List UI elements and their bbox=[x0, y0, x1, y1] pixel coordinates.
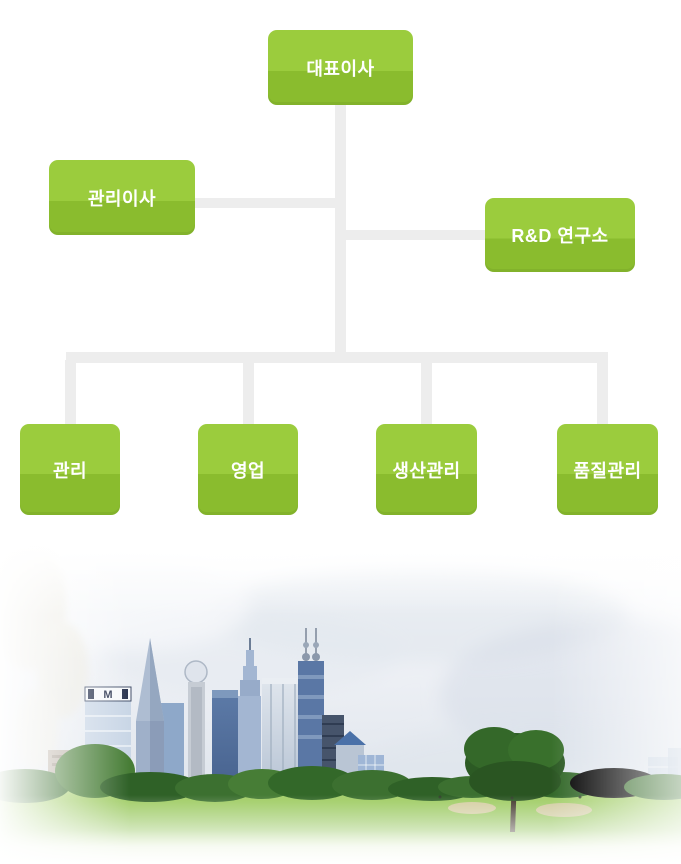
connector-bottom-row bbox=[66, 352, 608, 363]
connector-to-management-director bbox=[195, 198, 345, 208]
org-node-management: 관리 bbox=[20, 424, 120, 515]
connector-drop-quality bbox=[597, 360, 608, 424]
org-node-ceo: 대표이사 bbox=[268, 30, 413, 105]
org-node-production: 생산관리 bbox=[376, 424, 477, 515]
large-tree bbox=[464, 727, 565, 832]
connector-drop-production bbox=[421, 360, 432, 424]
org-node-management-director: 관리이사 bbox=[49, 160, 195, 235]
connector-drop-management bbox=[65, 360, 76, 424]
org-node-rnd-lab: R&D 연구소 bbox=[485, 198, 635, 272]
org-node-quality: 품질관리 bbox=[557, 424, 658, 515]
connector-to-rnd-lab bbox=[340, 230, 485, 240]
org-node-sales: 영업 bbox=[198, 424, 298, 515]
connector-drop-sales bbox=[243, 360, 254, 424]
org-chart: 대표이사 관리이사 R&D 연구소 관리 영업 생산관리 품질관리 bbox=[20, 30, 658, 515]
city-park-photo: M bbox=[0, 545, 681, 864]
fade-bottom bbox=[0, 795, 681, 864]
